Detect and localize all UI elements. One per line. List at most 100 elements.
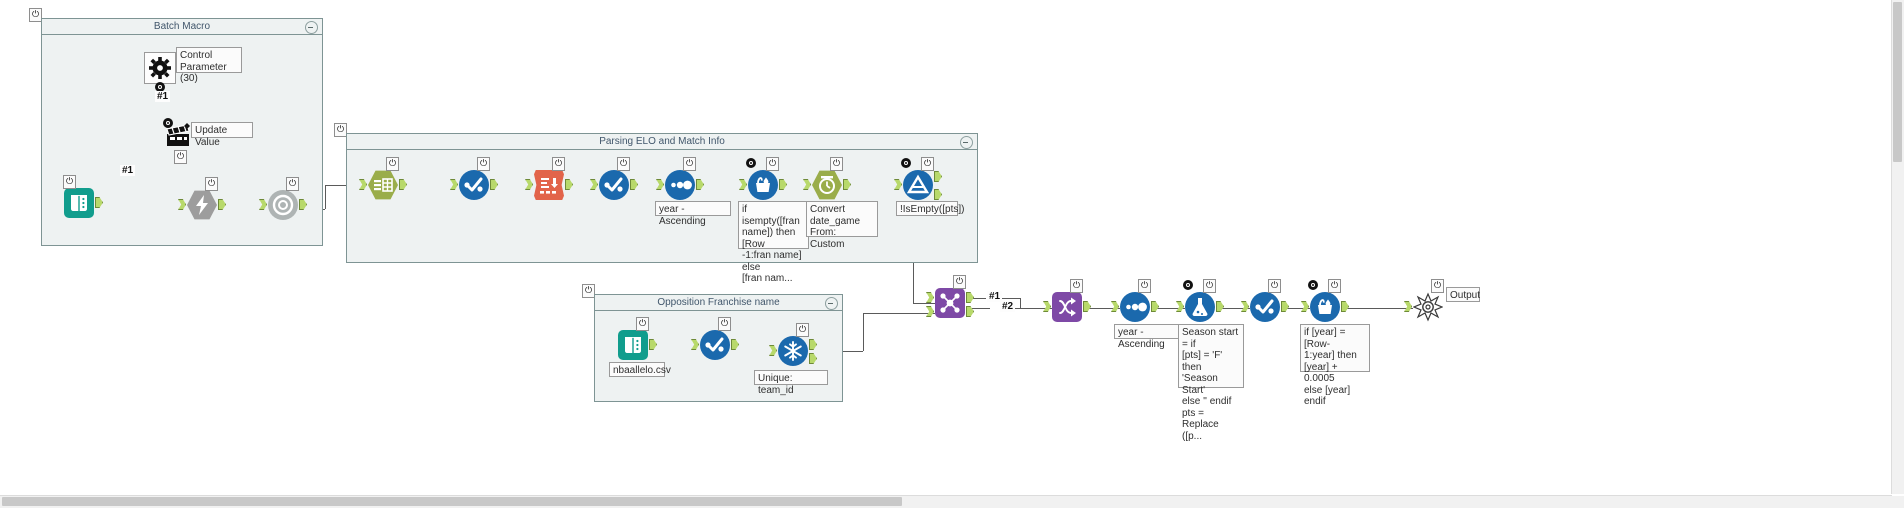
config-dot-icon	[155, 82, 165, 92]
output-port[interactable]	[649, 339, 657, 350]
tool-formula-4[interactable]: ⏻	[1241, 279, 1289, 322]
horizontal-scrollbar[interactable]	[0, 495, 1892, 508]
check-formula-icon	[700, 330, 730, 360]
output-port[interactable]	[490, 179, 498, 190]
output-port[interactable]	[565, 179, 573, 190]
tool-union[interactable]: ⏻	[1043, 279, 1091, 322]
output-port-true[interactable]	[934, 171, 942, 182]
tool-multi-row-formula[interactable]: ⏻	[739, 157, 787, 200]
input-port[interactable]	[1404, 301, 1412, 312]
input-port[interactable]	[1111, 301, 1119, 312]
wire-segment	[913, 303, 935, 304]
tool-macro-output[interactable]: ⏻	[259, 177, 307, 220]
tool-control-parameter[interactable]	[144, 52, 176, 92]
annotation-sort-year: year - Ascending	[655, 201, 731, 227]
annotation-formula-year: if [year] = [Row- 1:year] then [year] + …	[1300, 324, 1370, 407]
horizontal-scrollbar-thumb[interactable]	[2, 497, 902, 506]
output-port[interactable]	[843, 179, 851, 190]
bucket-drop-icon	[1310, 292, 1340, 322]
container-title: Parsing ELO and Match Info	[347, 134, 977, 150]
config-dot-icon	[1183, 280, 1193, 290]
collapse-icon[interactable]	[305, 21, 318, 34]
tool-flag-icon: ⏻	[683, 157, 696, 171]
tool-text-to-columns[interactable]: ⏻	[525, 157, 573, 200]
annotation-input-file: nbaallelo.csv	[609, 362, 671, 377]
tool-join[interactable]: ⏻	[926, 275, 974, 318]
wire-segment	[1083, 308, 1120, 309]
tool-dynamic-rename[interactable]: ⏻	[178, 177, 226, 220]
collapse-icon[interactable]	[960, 136, 973, 149]
output-port-unique[interactable]	[809, 339, 817, 350]
connection-label-2: #1	[120, 165, 136, 176]
connection-label-1: #1	[155, 91, 171, 102]
annotation-filter-isempty: !IsEmpty([pts])	[896, 201, 964, 216]
output-port[interactable]	[779, 179, 787, 190]
connection-label-4: #2	[1000, 301, 1016, 312]
config-dot-icon	[1308, 280, 1318, 290]
tool-formula-3[interactable]: ⏻	[691, 317, 739, 360]
annotation-datetime-convert: Convert date_game From: Custom	[806, 201, 878, 250]
join-nodes-icon	[935, 288, 965, 318]
container-parsing-elo[interactable]: Parsing ELO and Match Info	[346, 133, 978, 263]
output-port-duplicate[interactable]	[809, 353, 817, 364]
sort-dots-icon	[1120, 292, 1150, 322]
input-port[interactable]	[1043, 301, 1051, 312]
input-port[interactable]	[1176, 301, 1184, 312]
output-port-join[interactable]	[966, 306, 974, 317]
lightning-hex-icon	[187, 190, 217, 220]
annotation-multifield-season: Season start = if [pts] = 'F' then 'Seas…	[1178, 324, 1244, 442]
connection-label-3: #1	[987, 291, 1003, 302]
tool-formula-2[interactable]: ⏻	[590, 157, 638, 200]
tool-sort-2[interactable]: ⏻	[1111, 279, 1159, 322]
gear-output-icon	[268, 190, 298, 220]
annotation-sort-year-2: year - Ascending	[1114, 324, 1190, 350]
output-port[interactable]	[731, 339, 739, 350]
tool-flag-icon: ⏻	[766, 157, 779, 171]
output-port[interactable]	[1341, 301, 1349, 312]
text-split-icon	[534, 170, 564, 200]
tool-multi-field-formula[interactable]: ⏻	[1176, 279, 1224, 322]
output-port[interactable]	[1216, 301, 1224, 312]
starburst-output-icon	[1413, 292, 1443, 322]
tool-multi-row-formula-2[interactable]: ⏻	[1301, 279, 1349, 322]
output-port[interactable]	[218, 199, 226, 210]
wire-segment	[863, 313, 935, 314]
input-port-left[interactable]	[926, 292, 934, 303]
wire-segment	[1341, 308, 1413, 309]
output-port[interactable]	[1083, 301, 1091, 312]
output-port-left[interactable]	[966, 292, 974, 303]
input-port-right[interactable]	[926, 306, 934, 317]
tool-unique[interactable]: ⏻	[769, 323, 817, 366]
tool-flag-icon: ⏻	[796, 323, 809, 337]
output-port[interactable]	[399, 179, 407, 190]
tool-action-update-value[interactable]: ⏻	[163, 118, 193, 164]
output-port[interactable]	[299, 199, 307, 210]
tool-output[interactable]: ⏻	[1404, 279, 1444, 322]
tool-sort-1[interactable]: ⏻	[656, 157, 704, 200]
scrollbar-corner	[1892, 496, 1904, 508]
tool-input-data[interactable]: ⏻	[618, 317, 657, 360]
input-port[interactable]	[1301, 301, 1309, 312]
vertical-scrollbar-thumb[interactable]	[1893, 2, 1902, 162]
vertical-scrollbar[interactable]	[1891, 0, 1904, 494]
clapperboard-icon	[163, 120, 193, 150]
container-flag-icon: ⏻	[582, 284, 595, 298]
tool-formula-1[interactable]: ⏻	[450, 157, 498, 200]
output-port-false[interactable]	[934, 189, 942, 200]
output-port[interactable]	[696, 179, 704, 190]
collapse-icon[interactable]	[825, 297, 838, 310]
tool-flag-icon: ⏻	[286, 177, 299, 191]
tool-macro-input[interactable]: ⏻	[63, 175, 103, 218]
output-port[interactable]	[1151, 301, 1159, 312]
config-dot-icon	[746, 158, 756, 168]
output-port[interactable]	[1281, 301, 1289, 312]
tool-filter[interactable]: ⏻	[894, 157, 942, 200]
output-port[interactable]	[630, 179, 638, 190]
tool-datetime[interactable]: ⏻	[803, 157, 851, 200]
output-port[interactable]	[95, 197, 103, 208]
tool-select[interactable]: ⏻	[359, 157, 407, 200]
tool-flag-icon: ⏻	[617, 157, 630, 171]
input-port[interactable]	[1241, 301, 1249, 312]
container-flag-icon: ⏻	[334, 123, 347, 137]
